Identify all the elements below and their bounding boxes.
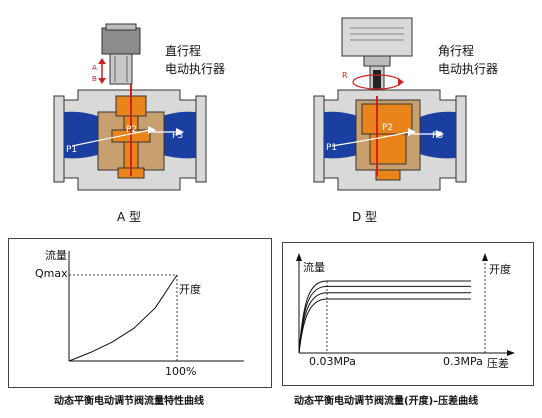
- flow-chart-x-tick-100: 100%: [165, 365, 197, 378]
- valve-d-r-label: R: [342, 71, 348, 80]
- pressure-chart-curve-1: [298, 280, 471, 354]
- valve-a-actuator-label-2: 电动执行器: [165, 62, 226, 76]
- flow-pressure-chart: [296, 253, 515, 356]
- valve-a-caption: A 型: [117, 210, 142, 224]
- flow-characteristic-chart: [68, 251, 244, 362]
- valve-a-p1-label: P1: [66, 145, 77, 155]
- pressure-chart-curve-4: [298, 298, 471, 354]
- valve-a-svg: A B P1 P2 P3: [53, 23, 207, 191]
- flow-chart-curve: [68, 274, 178, 362]
- valve-d-caption: D 型: [352, 210, 378, 224]
- flow-pressure-caption: 动态平衡电动调节阀流量(开度)–压差曲线: [294, 396, 479, 407]
- pressure-chart-curve-2: [298, 285, 471, 354]
- flow-characteristic-panel: 流量 Qmax 100% 开度: [8, 238, 272, 388]
- valve-a-actuator-label-1: 直行程: [165, 44, 202, 58]
- valve-a-p3-label: P3: [172, 131, 183, 141]
- valve-d-diagram: R P1 P2 P3: [300, 0, 500, 200]
- valve-d-svg: R P1 P2 P3: [313, 17, 467, 191]
- flow-pressure-panel: 流量 开度 0.03MPa 0.3MPa 压差: [282, 242, 534, 386]
- pressure-chart-y-label-right: 开度: [489, 263, 511, 276]
- valve-a-p2-label: P2: [126, 125, 137, 135]
- pressure-chart-x-label: 压差: [487, 357, 509, 370]
- flow-chart-y-label: 流量: [45, 249, 67, 262]
- pressure-chart-x-tick-03: 0.3MPa: [443, 355, 483, 368]
- pressure-chart-x-tick-003: 0.03MPa: [309, 355, 356, 368]
- valve-a-diagram: A B P1 P2 P3: [40, 0, 240, 200]
- valve-d-actuator-box: [341, 17, 413, 57]
- pressure-chart-curves: [298, 280, 471, 354]
- pressure-chart-y-label-left: 流量: [303, 261, 325, 274]
- valve-a-actuator-cap: [105, 23, 137, 31]
- flow-characteristic-caption: 动态平衡电动调节阀流量特性曲线: [54, 396, 204, 407]
- valve-a-stroke-b-label: B: [92, 75, 97, 83]
- pressure-chart-curve-3: [298, 292, 471, 354]
- valve-d-p1-label: P1: [326, 143, 337, 153]
- valve-a-actuator-top: [101, 27, 141, 55]
- flow-chart-y-tick-qmax: Qmax: [35, 267, 68, 280]
- valve-d-p3-label: P3: [432, 131, 443, 141]
- valve-d-p2-label: P2: [382, 123, 393, 133]
- valve-d-actuator-label-1: 角行程: [438, 44, 475, 58]
- valve-a-actuator-neck: [109, 53, 133, 85]
- flow-chart-x-label: 开度: [179, 283, 201, 296]
- valve-a-stroke-a-label: A: [92, 64, 97, 72]
- valve-d-actuator-label-2: 电动执行器: [438, 62, 499, 76]
